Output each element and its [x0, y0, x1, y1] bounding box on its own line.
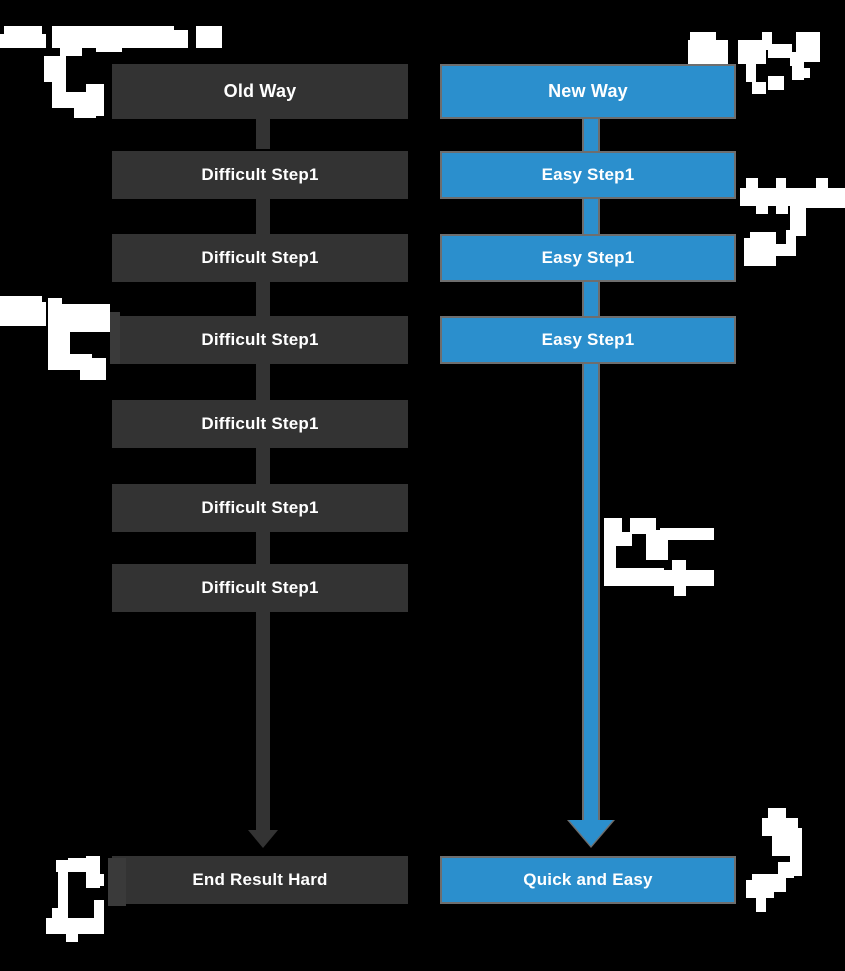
node-new-way-header[interactable]: New Way: [440, 64, 736, 119]
connector-old-trunk: [256, 612, 270, 834]
node-new-step-1[interactable]: Easy Step1: [440, 151, 736, 199]
node-old-step-5[interactable]: Difficult Step1: [112, 484, 408, 532]
node-old-step-4[interactable]: Difficult Step1: [112, 400, 408, 448]
connector-old-1: [256, 199, 270, 234]
connector-old-4: [256, 448, 270, 484]
arrow-down-icon-old: [248, 830, 278, 848]
connector-new-trunk: [582, 364, 600, 824]
connector-new-2: [582, 282, 600, 316]
node-old-step-3[interactable]: Difficult Step1: [112, 316, 408, 364]
column-old-way: Old Way Difficult Step1 Difficult Step1 …: [100, 0, 430, 971]
connector-new-1: [582, 199, 600, 234]
node-new-step-3[interactable]: Easy Step1: [440, 316, 736, 364]
connector-old-2: [256, 282, 270, 316]
node-old-way-result[interactable]: End Result Hard: [112, 856, 408, 904]
connector-new-0: [582, 119, 600, 151]
node-new-step-2[interactable]: Easy Step1: [440, 234, 736, 282]
node-old-step-1[interactable]: Difficult Step1: [112, 151, 408, 199]
node-old-step-6[interactable]: Difficult Step1: [112, 564, 408, 612]
arrow-down-icon-new: [569, 820, 613, 846]
column-new-way: New Way Easy Step1 Easy Step1 Easy Step1…: [428, 0, 758, 971]
node-new-way-result[interactable]: Quick and Easy: [440, 856, 736, 904]
connector-old-5: [256, 532, 270, 564]
connector-old-0: [256, 119, 270, 149]
node-old-way-header[interactable]: Old Way: [112, 64, 408, 119]
connector-old-3: [256, 364, 270, 400]
node-old-step-2[interactable]: Difficult Step1: [112, 234, 408, 282]
